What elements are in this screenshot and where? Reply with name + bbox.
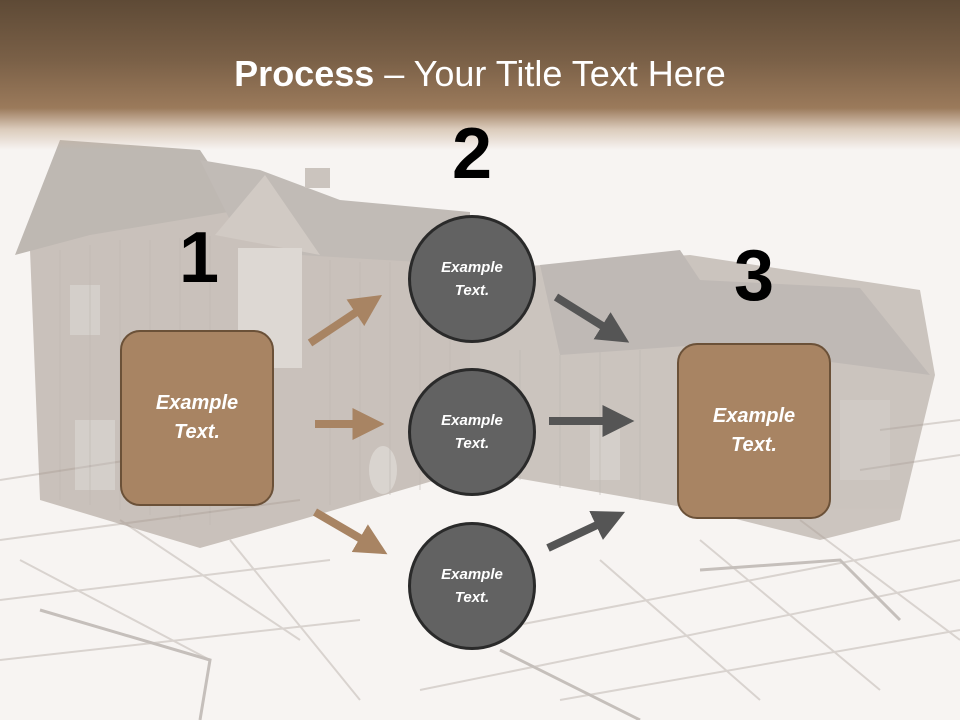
step2-circle-middle[interactable]: Example Text. [408,368,536,496]
step3-text: Example Text. [712,405,796,456]
arrow-gray-down [553,293,630,343]
title-banner [0,0,960,150]
step2-circle-top[interactable]: Example Text. [408,215,536,343]
step1-text: Example Text. [155,392,239,443]
step1-box[interactable]: Example Text. [120,330,274,506]
step3-box[interactable]: Example Text. [677,343,831,519]
step2-circle-bottom-text: Example Text. [441,566,503,606]
title-rest: – Your Title Text Here [374,53,726,94]
arrow-brown-up [307,295,382,347]
arrow-brown-down [312,508,388,555]
step-number-2: 2 [451,114,493,194]
step2-circle-top-text: Example Text. [441,259,503,299]
title-bold: Process [234,53,375,94]
arrow-gray-up [546,510,626,552]
step-number-3: 3 [733,236,775,316]
slide-title: Process – Your Title Text Here [0,52,960,96]
step2-circle-bottom[interactable]: Example Text. [408,522,536,650]
step-number-1: 1 [178,218,220,298]
step2-circle-middle-text: Example Text. [441,412,503,452]
